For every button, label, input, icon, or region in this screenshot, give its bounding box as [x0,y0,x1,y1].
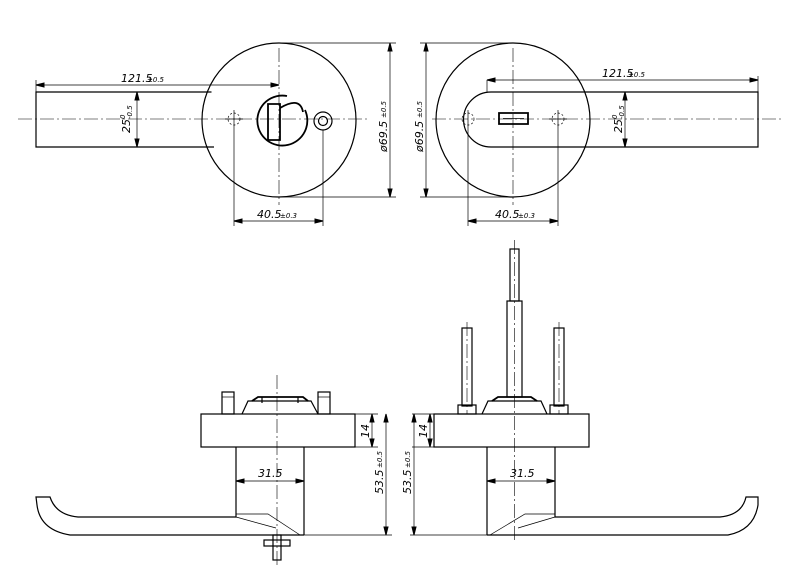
rose-plate-right [433,413,590,448]
rose-diameter-tol: ±0.5 [380,100,388,118]
top-left-front-view: 121.5 ±0.5 25 0 -0.5 ø69.5 ±0.5 40.5 ±0.… [18,42,396,226]
lever-length-label-right: 121.5 [602,67,634,80]
neck-width-label-right: 31.5 [510,467,535,480]
lever-side-right [487,496,759,536]
post-right [317,391,331,415]
bottom-right-side-view: 31.5 14 53.5 ±0.5 [401,240,759,540]
rose-thickness-label-right: 14 [417,424,430,438]
rose-thickness-label: 14 [359,424,372,438]
overall-height-label: 53.5 [373,470,386,495]
lever-width-label-right: 25 [612,119,625,133]
rose-diameter-tol-right: ±0.5 [416,100,424,118]
neck [235,447,305,535]
rose-diameter-label: ø69.5 [377,121,390,153]
lever-length-tol-right: ±0.5 [628,71,646,79]
lever-length-label: 121.5 [121,72,153,85]
lever-width-tol-lower-right: -0.5 [618,105,626,119]
lever-width-label: 25 [120,119,133,133]
lever-side [35,496,304,536]
top-right-front-view: 121.5 ±0.5 25 0 -0.5 ø69.5 ±0.5 40.5 ±0.… [413,42,782,226]
lever-width-tol-lower: -0.5 [126,105,134,119]
screw-spacing-tol: ±0.3 [280,212,297,220]
neck-width-label: 31.5 [258,467,283,480]
lever-body-right [462,91,759,148]
release-hole-outer [313,111,333,131]
lever-body [35,91,214,148]
rose-plate [200,413,356,448]
post-left [221,391,235,415]
overall-height-tol-right: ±0.5 [404,450,412,468]
screw-spacing-tol-right: ±0.3 [518,212,535,220]
lever-width-tol-upper: 0 [119,114,127,119]
overall-height-label-right: 53.5 [401,470,414,495]
emergency-slot [498,112,529,125]
rose-diameter-label-right: ø69.5 [413,121,426,153]
lever-width-tol-upper-right: 0 [611,114,619,119]
thumbturn [256,94,309,147]
release-hole-inner [317,115,329,127]
overall-height-tol: ±0.5 [376,450,384,468]
lever-length-tol: ±0.5 [147,76,165,84]
screw-spacing-label: 40.5 [257,208,282,221]
screw-spacing-label-right: 40.5 [495,208,520,221]
bottom-left-side-view: 31.5 14 53.5 ±0.5 [35,375,392,565]
